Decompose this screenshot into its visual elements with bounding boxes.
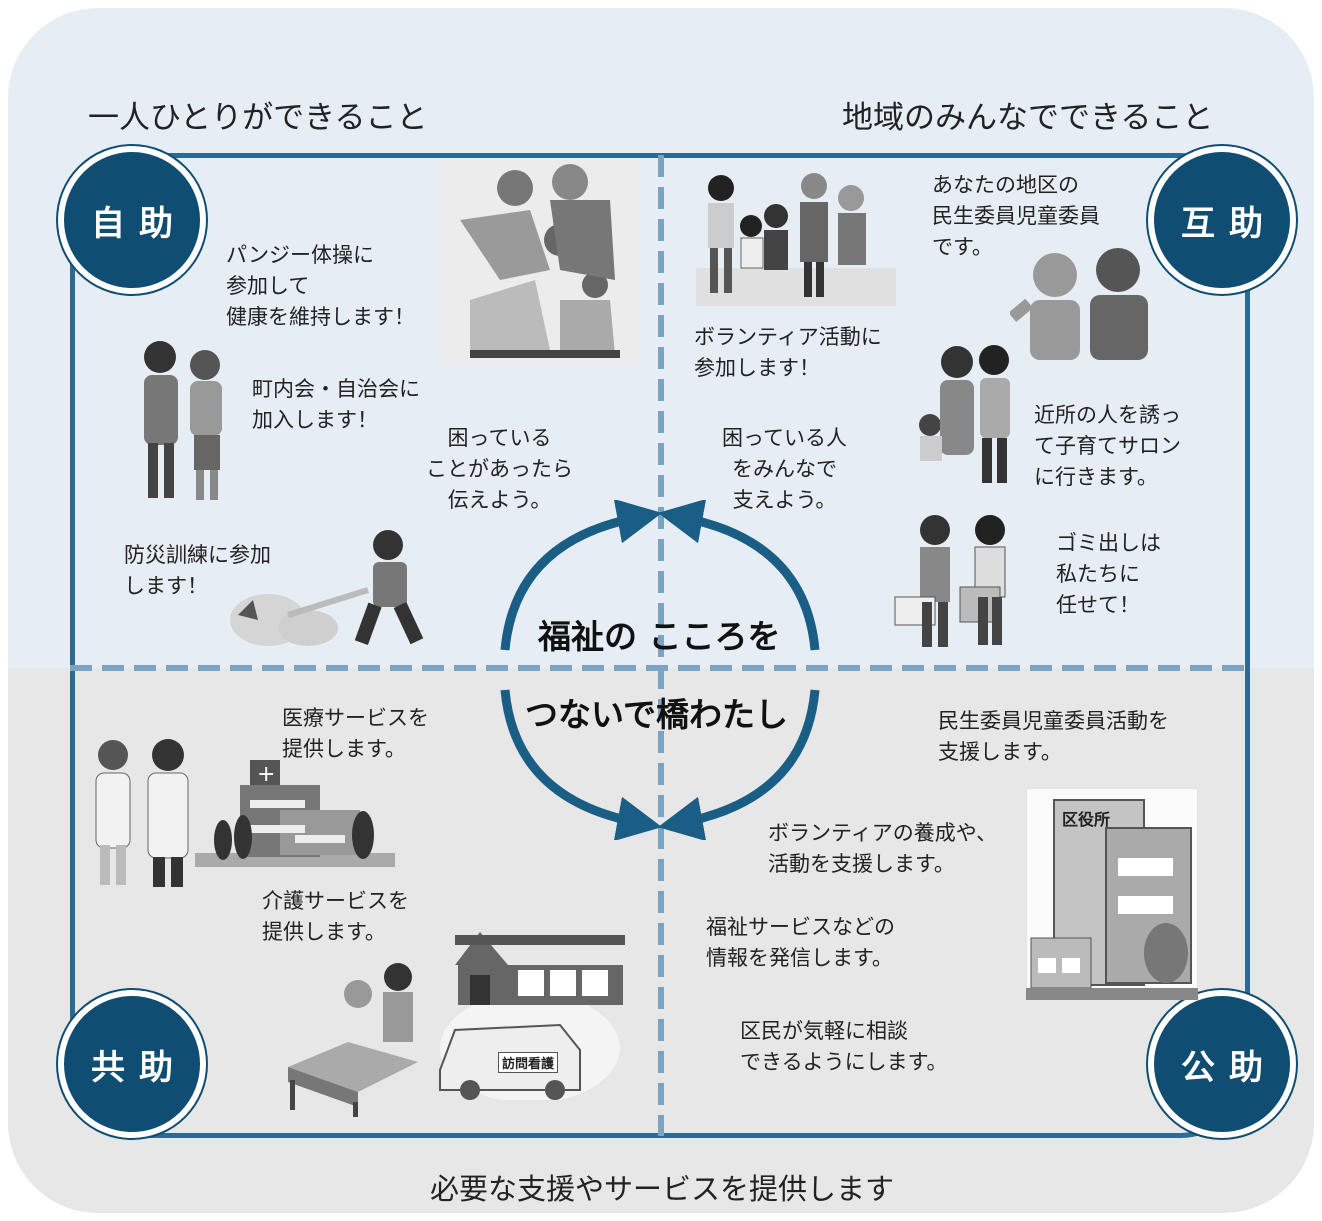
text-parenting-salon: 近所の人を誘っ て子育てサロン に行きます。 — [1034, 403, 1181, 489]
text-medical-service: 医療サービスを 提供します。 — [282, 706, 429, 761]
van-label: 訪問看護 — [498, 1052, 559, 1073]
center-line-1: 福祉の こころを — [538, 617, 781, 656]
center-line-2: つないで橋わたし — [525, 695, 789, 734]
header-mutual-help: 地域のみんなでできること — [842, 100, 1214, 136]
text-pansy-exercise: パンジー体操に 参加して 健康を維持します！ — [226, 243, 415, 329]
hospital-illustration: + — [195, 760, 395, 867]
text-volunteer-activity: ボランティア活動に 参加します！ — [694, 325, 882, 380]
family-illustration — [919, 345, 1010, 483]
volunteer-group-illustration — [696, 173, 896, 306]
text-support-commissioner: 民生委員児童委員活動を 支援します。 — [938, 709, 1169, 764]
caregiver-bed-illustration — [288, 963, 418, 1117]
badge-kyojo: 共助 — [58, 990, 206, 1138]
text-join-association: 町内会・自治会に 加入します！ — [252, 377, 420, 432]
exercise-group-illustration — [440, 160, 640, 365]
text-information: 福祉サービスなどの 情報を発信します。 — [706, 915, 895, 970]
badge-kojo: 公助 — [1148, 990, 1296, 1138]
text-garbage: ゴミ出しは 私たちに 任せて！ — [1056, 531, 1161, 617]
couple-illustration — [144, 341, 222, 500]
ward-office-illustration — [1026, 788, 1198, 1000]
footer-text: 必要な支援やサービスを提供します — [430, 1172, 895, 1206]
garbage-carriers-illustration — [894, 515, 1006, 647]
text-commissioner: あなたの地区の 民生委員児童委員 です。 — [932, 173, 1100, 259]
fire-drill-illustration — [230, 530, 424, 646]
text-tell-troubles: 困っている ことがあったら 伝えよう。 — [426, 426, 573, 512]
ward-office-label: 区役所 — [1062, 810, 1111, 829]
commissioner-couple-illustration — [1010, 248, 1148, 360]
nurse-doctor-illustration — [95, 739, 189, 887]
text-volunteer-training: ボランティアの養成や、 活動を支援します。 — [768, 821, 998, 876]
header-self-help: 一人ひとりができること — [88, 100, 428, 136]
visiting-nurse-illustration — [439, 932, 625, 1100]
text-consultation: 区民が気軽に相談 できるようにします。 — [740, 1019, 948, 1074]
text-care-service: 介護サービスを 提供します。 — [262, 889, 409, 944]
text-support-together: 困っている人 をみんなで 支えよう。 — [722, 426, 847, 512]
badge-jijo: 自助 — [58, 146, 206, 294]
text-disaster-drill: 防災訓練に参加 します！ — [124, 543, 271, 598]
cycle-arrows — [500, 500, 820, 840]
svg-text:+: + — [257, 762, 275, 787]
badge-gojo: 互助 — [1148, 146, 1296, 294]
